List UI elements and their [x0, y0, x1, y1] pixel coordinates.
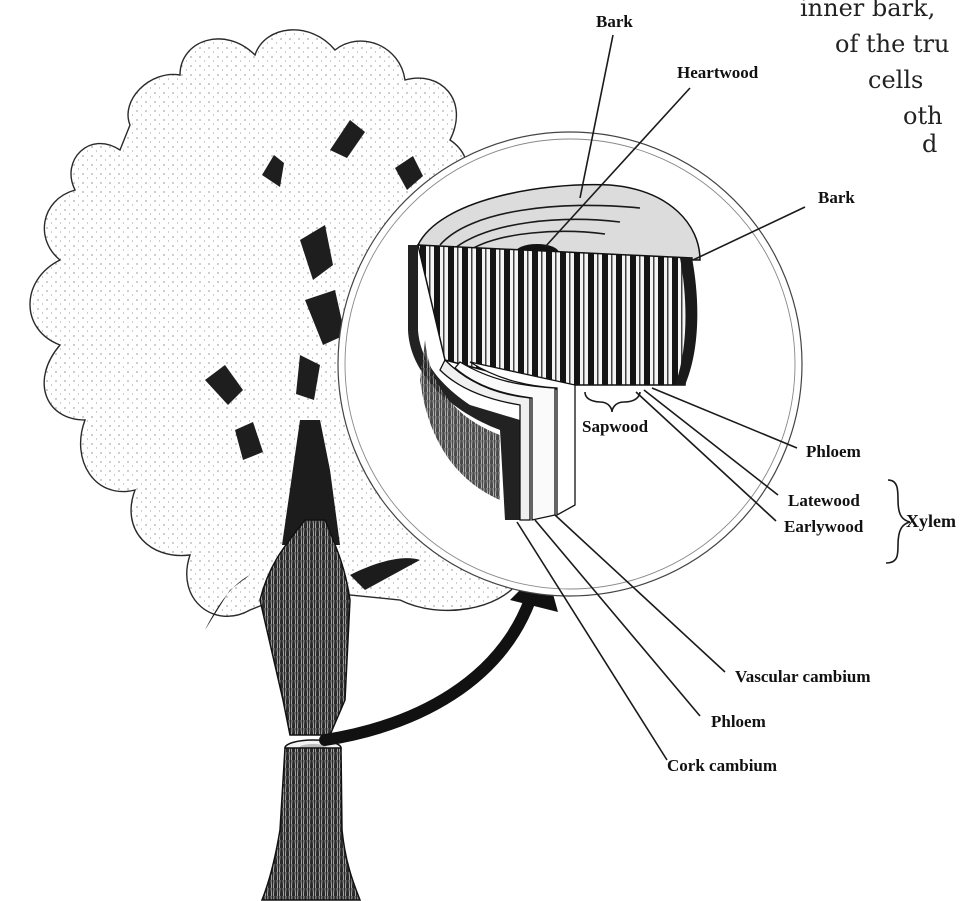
label-cork-cambium: Cork cambium: [667, 756, 777, 775]
background-text-block: inner bark, of the tru cells oth d: [800, 0, 949, 158]
label-sapwood: Sapwood: [582, 417, 649, 436]
label-latewood: Latewood: [788, 491, 860, 510]
background-text-line: of the tru: [835, 30, 949, 58]
background-text-line: d: [922, 130, 937, 158]
label-phloem-upper: Phloem: [806, 442, 861, 461]
label-heartwood: Heartwood: [677, 63, 759, 82]
label-bark-top: Bark: [596, 12, 633, 31]
background-text-line: oth: [903, 102, 943, 130]
background-text-line: inner bark,: [800, 0, 935, 22]
label-earlywood: Earlywood: [784, 517, 864, 536]
label-vascular-cambium: Vascular cambium: [735, 667, 871, 686]
label-phloem-lower: Phloem: [711, 712, 766, 731]
label-xylem: Xylem: [906, 511, 956, 531]
magnified-section-circle: [338, 132, 802, 596]
background-text-line: cells: [868, 66, 923, 94]
label-bark-right: Bark: [818, 188, 855, 207]
tree-stump: [262, 740, 360, 900]
